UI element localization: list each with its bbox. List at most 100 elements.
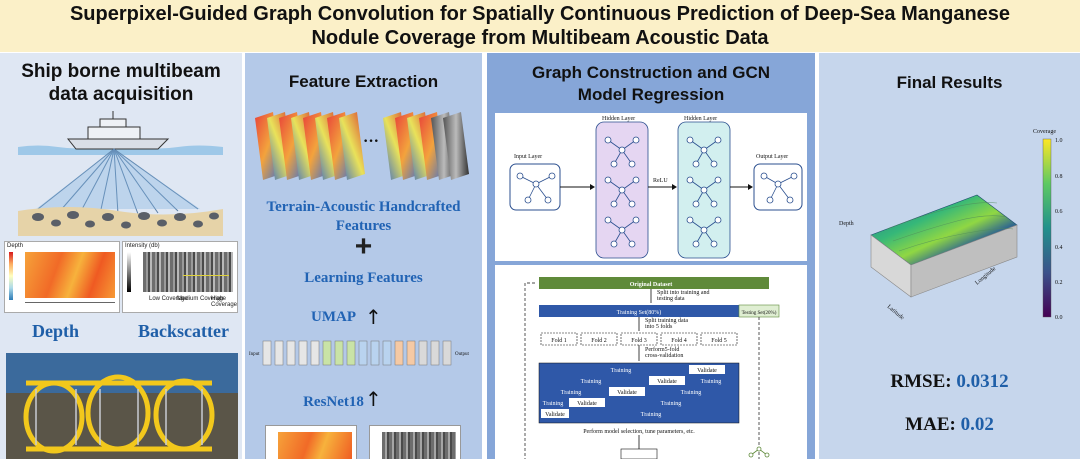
cv-flowchart-svg: Original Dataset Split into training and… [524,277,780,459]
final-model-box [620,448,658,459]
panel-feature-extraction: Feature Extraction [245,53,482,459]
resnet-architecture-diagram: Input Output [249,340,470,366]
input-backscatter-thumbnail [369,425,461,459]
surface-side-front [910,224,1018,298]
cv-line-2: cross-validation [645,353,683,359]
depth-map: Depth [4,241,120,313]
legend-medium: Medium Coverage [177,296,227,302]
split-folds-line-1: Split training data [645,318,688,324]
legend-high: High Coverage [211,296,238,308]
test-graph-icon [748,446,770,458]
original-dataset-label: Original Dataset [630,282,673,288]
hidden-graph-2 [686,136,722,248]
resnet-label: ResNet18 [303,394,364,410]
colorbar-ticks: 1.0 0.8 0.6 0.4 0.2 0.0 [1055,138,1063,321]
layer-group-right [383,112,469,180]
cv-row1-validate: Validate [697,368,717,374]
umap-label: UMAP [311,309,356,325]
mae-value: 0.02 [960,414,994,435]
axis-depth-label: Depth [839,221,854,227]
hidden-layer-1-label: Hidden Layer [602,116,635,122]
intensity-map-label: Intensity (db) [125,243,160,249]
training-set-box [539,305,739,317]
rmse-label: RMSE: [890,371,952,392]
colorbar-tick: 0.0 [1055,315,1063,321]
intensity-raster [143,252,233,292]
output-graph [760,172,798,204]
intensity-colorbar [127,252,131,292]
page-title: Superpixel-Guided Graph Convolution for … [0,0,1080,52]
feature-layer-stack [255,112,469,180]
model-selection-label: Perform model selection, tune parameters… [583,428,695,435]
rmse-metric: RMSE: 0.0312 [819,371,1080,393]
input-depth-thumbnail [265,425,357,459]
split-folds-line-2: into 5 folds [645,323,673,330]
arrow-up-icon: ↑ [365,387,382,411]
cv-rows: Training Validate Training Validate Trai… [538,362,740,424]
cv-row3-training-b: Training [681,390,701,396]
hidden-layer-2-label: Hidden Layer [684,116,717,122]
split-line-2: testing data [657,296,685,302]
axis-latitude-label: Latitude [886,304,905,322]
testing-set-label: Testing Set(20%) [742,311,777,316]
split-line-1: Split into training and [657,290,710,296]
hidden-graph-1 [604,136,640,248]
layer-group-left [255,112,365,180]
panel3-title: Graph Construction and GCN Model Regress… [487,62,815,106]
cv-row2-training-b: Training [701,379,721,385]
panel2-title: Feature Extraction [288,72,439,91]
intensity-yellow-line [183,275,229,276]
title-line-2: Nodule Coverage from Multibeam Acoustic … [311,27,769,49]
dashed-connector-left [524,282,535,459]
backscatter-caption: Backscatter [138,321,229,341]
colorbar-tick: 0.2 [1055,280,1063,286]
handcrafted-line-1: Terrain-Acoustic Handcrafted [266,199,461,215]
panel-data-acquisition: Ship borne multibeam data acquisition [0,53,242,459]
resnet-output-label: Output [455,352,470,357]
depth-axis [25,302,115,303]
cv-row5-training: Training [641,412,661,418]
panel1-title-line-1: Ship borne multibeam [21,61,221,82]
depth-map-label: Depth [7,243,24,249]
rmse-value: 0.0312 [956,371,1009,392]
handcrafted-line-2: Features [335,218,392,234]
mae-metric: MAE: 0.02 [819,414,1080,436]
training-set-label: Training Set(80%) [617,309,662,316]
colorbar [1042,138,1052,318]
relu-label: ReLU [653,178,668,184]
colorbar-tick: 1.0 [1055,138,1063,144]
panel-gcn: Graph Construction and GCN Model Regress… [487,53,815,459]
colorbar-tick: 0.6 [1055,209,1063,215]
colorbar-title: Coverage [1033,129,1056,135]
input-graph [516,172,556,204]
mae-label: MAE: [905,414,956,435]
cv-row4-training: Training [543,401,563,407]
gcn-network-diagram: Input Layer Hidden Layer ReLU [495,113,807,261]
depth-raster [25,252,115,298]
panel1-title-line-2: data acquisition [48,84,194,105]
cv-row3-training: Training [561,390,581,396]
depth-caption: Depth [32,321,80,341]
colorbar-tick: 0.4 [1055,245,1063,251]
panel3-title-line-2: Model Regression [577,85,725,104]
panel3-title-line-1: Graph Construction and GCN [532,63,770,82]
fold-1: Fold 1 [551,338,567,344]
panel-final-results: Final Results [819,53,1080,459]
arrow-up-icon: ↑ [365,305,382,329]
sampler-photo [6,353,238,459]
plus-symbol: + [354,230,373,263]
resnet-input-label: Input [249,352,260,357]
fold-2: Fold 2 [591,338,607,344]
intensity-map: Intensity (db) Low Coverage Medium Cover… [122,241,238,313]
fold-4: Fold 4 [671,338,687,344]
legend-low: Low Coverage [149,296,188,302]
surface-ridges [886,202,1014,252]
cv-row3-validate: Validate [617,390,637,396]
colorbar-tick: 0.8 [1055,174,1063,180]
output-layer-label: Output Layer [756,154,788,160]
handcrafted-features-label: Terrain-Acoustic Handcrafted Features [245,198,482,236]
cv-row1-training: Training [611,368,631,374]
learning-features-label: Learning Features [304,270,423,286]
gcn-network-svg: Input Layer Hidden Layer ReLU [509,116,803,259]
cv-row4-validate: Validate [577,401,597,407]
